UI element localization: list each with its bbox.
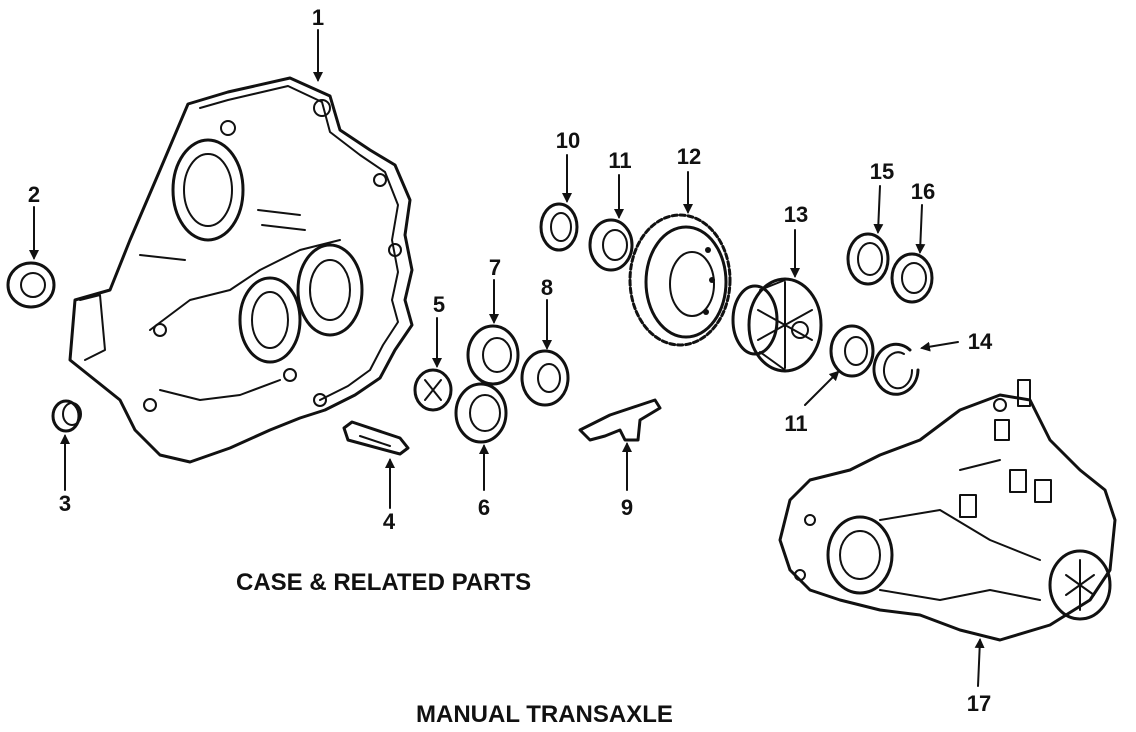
- transmission-case-17: [778, 379, 1117, 642]
- leader-11b: [804, 370, 840, 406]
- differential-case-13: [731, 277, 823, 373]
- snap-ring-14: [872, 342, 920, 396]
- callout-6: 6: [477, 495, 491, 520]
- leader-17: [974, 638, 985, 687]
- callout-14: 14: [967, 329, 993, 354]
- leader-15: [873, 185, 884, 234]
- bearing-11-lower: [829, 324, 875, 378]
- bearing-8: [520, 349, 570, 407]
- callout-11-upper: 11: [608, 148, 632, 173]
- callout-17: 17: [966, 691, 992, 716]
- callout-5: 5: [432, 292, 446, 317]
- bearing-7: [466, 324, 520, 386]
- leader-lines: [29, 29, 985, 687]
- callout-13: 13: [783, 202, 809, 227]
- leader-14: [920, 341, 959, 352]
- callout-8: 8: [540, 275, 554, 300]
- bearing-11-upper: [588, 218, 634, 272]
- callout-7: 7: [488, 255, 502, 280]
- bearing-6: [454, 382, 508, 444]
- caption-case-related-parts: CASE & RELATED PARTS: [236, 569, 532, 596]
- seal-16: [890, 252, 934, 304]
- bearing-5: [413, 368, 453, 412]
- plug-3: [51, 399, 82, 433]
- callout-4: 4: [382, 509, 396, 534]
- seal-15: [846, 232, 890, 286]
- ring-gear-12: [628, 213, 732, 347]
- callout-1: 1: [311, 5, 325, 30]
- callout-16: 16: [910, 179, 936, 204]
- leader-16: [915, 204, 926, 254]
- bracket-4: [342, 420, 410, 456]
- callout-15: 15: [869, 159, 895, 184]
- callout-11-lower: 11: [784, 411, 808, 436]
- shift-fork-9: [578, 398, 662, 442]
- caption-manual-transaxle: MANUAL TRANSAXLE: [416, 701, 673, 728]
- callout-10: 10: [555, 128, 581, 153]
- seal-2: [6, 261, 56, 309]
- callout-3: 3: [58, 491, 72, 516]
- callout-2: 2: [27, 182, 41, 207]
- callout-12: 12: [676, 144, 702, 169]
- seal-10: [539, 202, 579, 252]
- callout-9: 9: [620, 495, 634, 520]
- clutch-housing-case: [68, 76, 414, 464]
